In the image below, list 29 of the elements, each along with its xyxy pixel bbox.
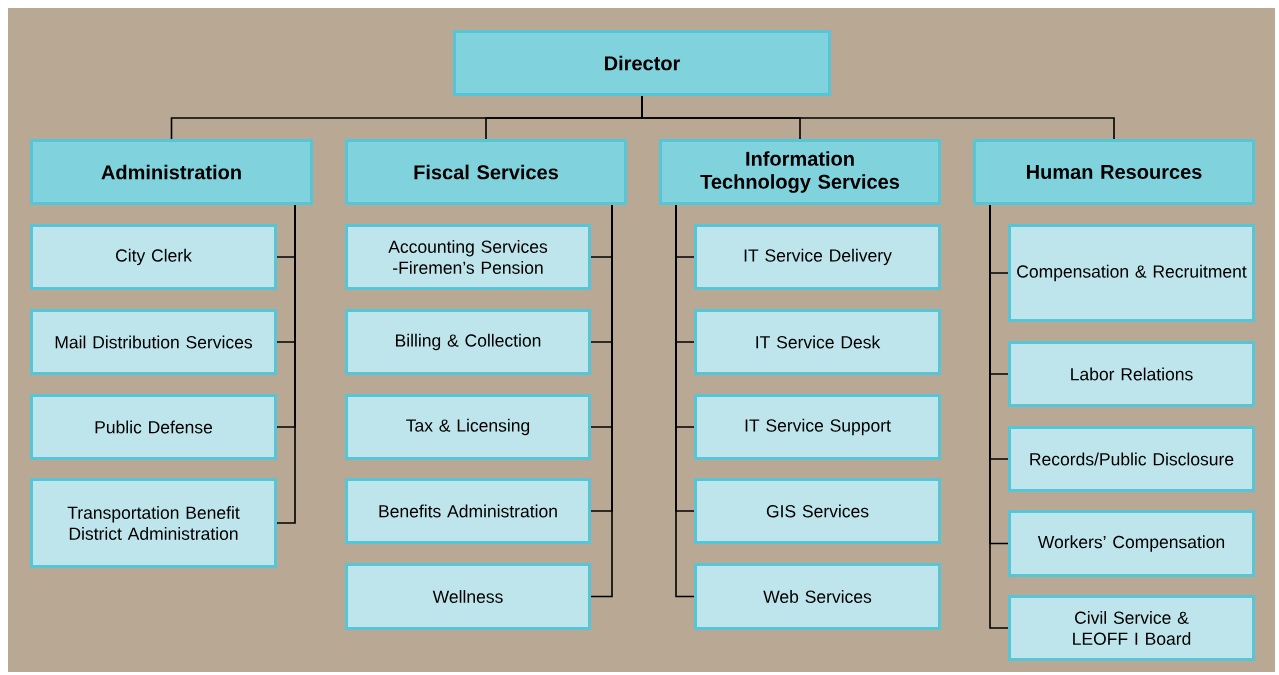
- unit-box: Compensation & Recruitment: [1008, 224, 1255, 322]
- unit-box: Tax & Licensing: [345, 394, 591, 460]
- unit-box: IT Service Desk: [694, 309, 941, 375]
- director-box: Director: [453, 30, 831, 96]
- unit-box: Labor Relations: [1008, 341, 1255, 407]
- department-box: Human Resources: [973, 139, 1255, 205]
- connector-line: [590, 204, 613, 598]
- department-box: Fiscal Services: [345, 139, 627, 205]
- unit-box: Workers’ Compensation: [1008, 510, 1255, 577]
- unit-box: GIS Services: [694, 478, 941, 544]
- unit-box: Billing & Collection: [345, 309, 591, 375]
- unit-box: Public Defense: [30, 394, 277, 460]
- unit-box: Transportation Benefit District Administration: [30, 478, 277, 568]
- unit-box: Mail Distribution Services: [30, 309, 277, 375]
- unit-box: Benefits Administration: [345, 478, 591, 544]
- unit-box: Wellness: [345, 563, 591, 630]
- unit-box: Web Services: [694, 563, 941, 630]
- department-box: Administration: [30, 139, 313, 205]
- unit-box: Accounting Services -Firemen’s Pension: [345, 224, 591, 290]
- connector-line: [641, 95, 1115, 140]
- department-box: Information Technology Services: [659, 139, 941, 205]
- connector-line: [989, 204, 1009, 629]
- unit-box: Civil Service & LEOFF I Board: [1008, 595, 1255, 661]
- unit-box: City Clerk: [30, 224, 277, 290]
- unit-box: IT Service Delivery: [694, 224, 941, 290]
- unit-box: Records/Public Disclosure: [1008, 426, 1255, 492]
- connector-line: [675, 204, 695, 598]
- unit-box: IT Service Support: [694, 394, 941, 460]
- connector-line: [276, 204, 296, 524]
